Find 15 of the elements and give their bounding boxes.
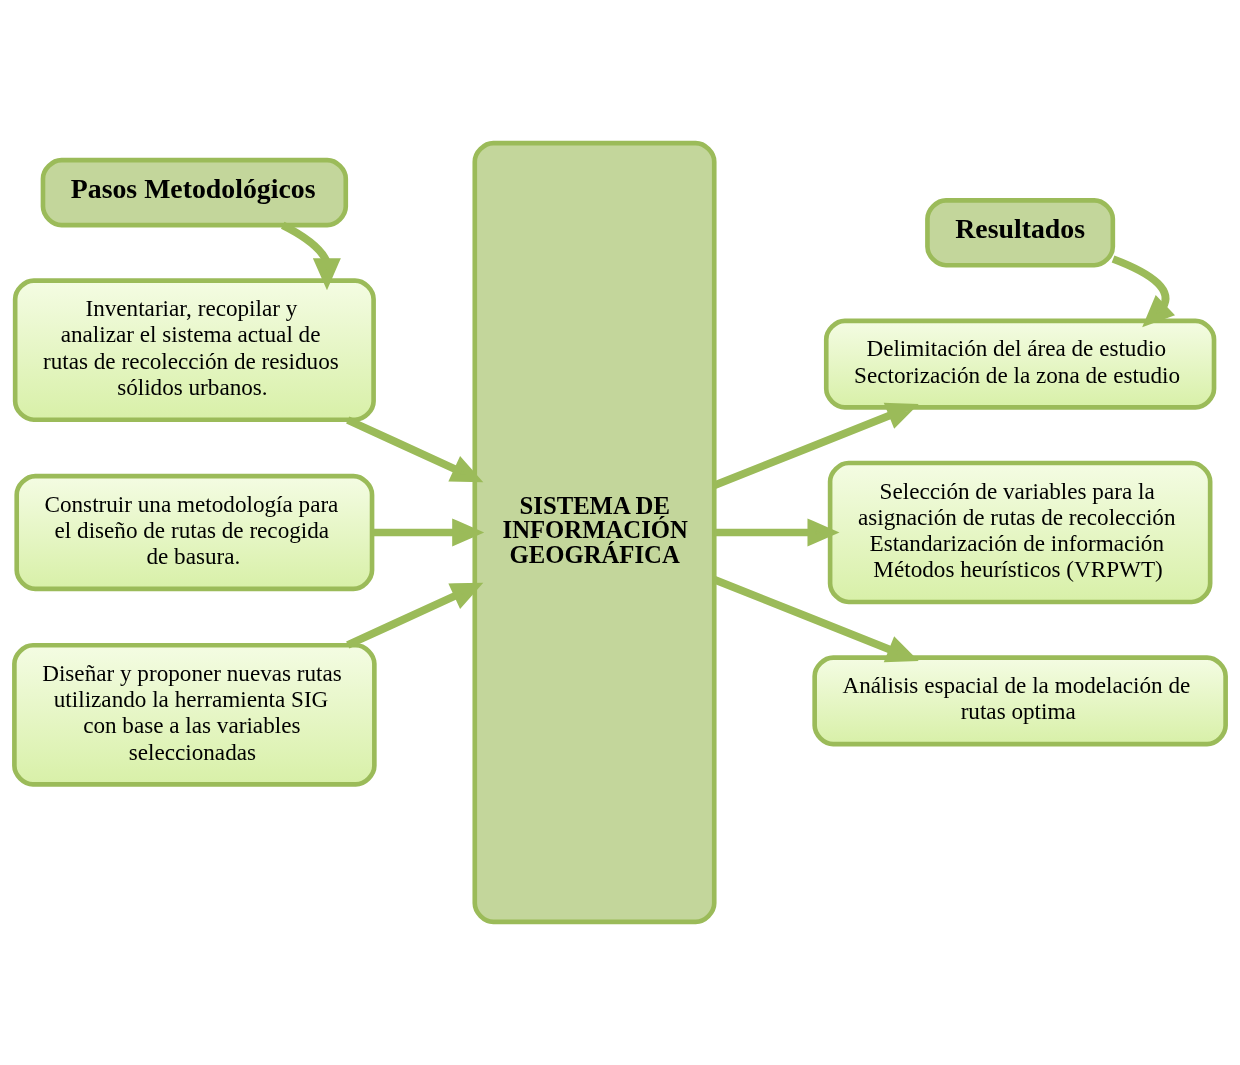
node-box: SISTEMA DE INFORMACIÓN GEOGRÁFICA xyxy=(472,140,717,925)
node-box: Pasos Metodológicos xyxy=(40,157,349,228)
arrow xyxy=(714,518,840,547)
node-box: Inventariar, recopilar y analizar el sistema actual de rutas de recolección de residuos sólidos urbanos. xyxy=(12,278,376,423)
node-box: Resultados xyxy=(925,198,1116,268)
node-box: Construir una metodología para el diseño de rutas de recogida de basura. xyxy=(14,473,375,592)
node-box: Diseñar y proponer nuevas rutas utilizando la herramienta SIG con base a las variables seleccionadas xyxy=(12,642,377,787)
arrow xyxy=(280,221,341,291)
node-box: Selección de variables para la asignación de rutas de recolección Estandarización de información Métodos heurísticos (VRPWT) xyxy=(827,460,1213,605)
arrow xyxy=(372,518,485,547)
arrow xyxy=(1111,255,1175,328)
arrow xyxy=(346,416,484,483)
node-box: Análisis espacial de la modelación de rutas optima xyxy=(812,655,1228,747)
node-box: Delimitación del área de estudio Sectorización de la zona de estudio xyxy=(823,318,1217,410)
arrow xyxy=(346,582,484,649)
